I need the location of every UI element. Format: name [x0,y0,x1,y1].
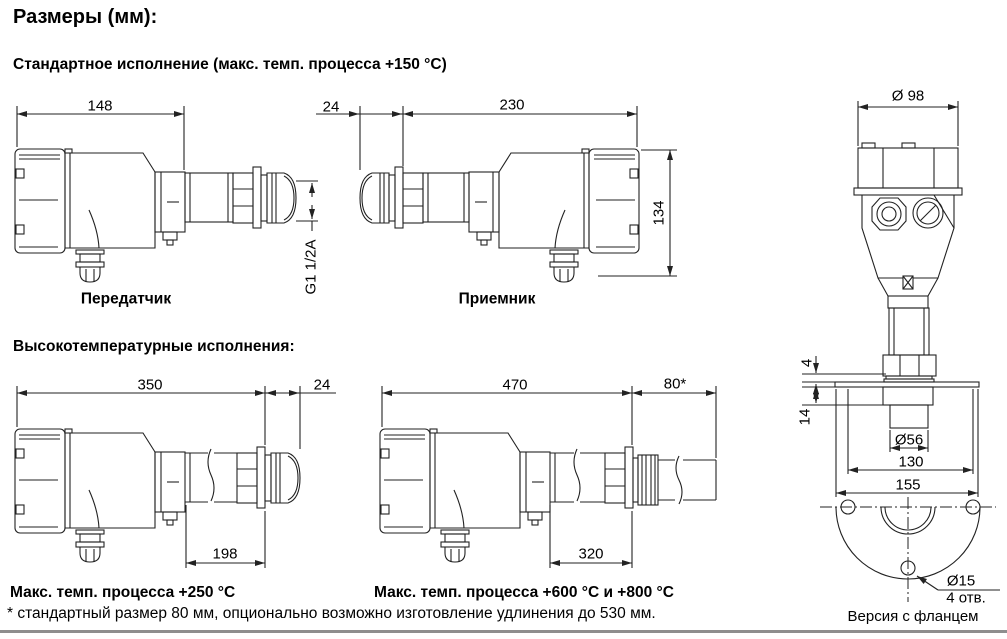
hightemp-600-800-drawing [379,386,717,568]
standard-section-heading: Стандартное исполнение (макс. темп. проц… [13,56,447,73]
flange-bolt-circle-dim: 130 [898,453,924,471]
flange-version-label: Версия с фланцем [847,608,979,625]
page-title: Размеры (мм): [13,6,158,28]
v250-insertion-dim: 198 [212,545,238,563]
flange-diameter-dim: 155 [895,476,921,494]
flange-tube-diameter-dim: Ø56 [894,431,924,449]
transmitter-thread-dim: G1 1/2A [302,239,320,295]
flange-thickness-dim: 4 [798,358,816,368]
transmitter-length-dim: 148 [87,97,113,115]
transmitter-drawing [14,106,318,283]
receiver-drawing [316,106,677,283]
v250-total-length-dim: 350 [137,376,163,394]
v600-extension-dim: 80* [663,375,687,393]
receiver-label: Приемник [458,290,536,308]
v600-insertion-dim: 320 [578,545,604,563]
receiver-tip-offset-dim: 24 [322,98,340,116]
flange-neck-dim: 14 [796,408,814,426]
receiver-height-dim: 134 [650,200,668,226]
v600-label: Макс. темп. процесса +600 °C и +800 °C [374,584,674,601]
flange-hole-diameter-dim: Ø15 [946,572,976,590]
flange-hole-count-dim: 4 отв. [946,589,986,607]
flange-version-drawing [802,101,1000,602]
hightemp-section-heading: Высокотемпературные исполнения: [13,338,295,355]
flange-housing-diameter-dim: Ø 98 [891,87,925,105]
hightemp-250-drawing [14,386,336,568]
bottom-divider [0,630,1007,633]
footnote: * стандартный размер 80 мм, опционально … [7,605,656,622]
v250-tip-offset-dim: 24 [313,376,331,394]
v250-label: Макс. темп. процесса +250 °C [10,584,236,601]
receiver-length-dim: 230 [499,96,525,114]
transmitter-label: Передатчик [80,290,172,308]
v600-total-length-dim: 470 [502,376,528,394]
